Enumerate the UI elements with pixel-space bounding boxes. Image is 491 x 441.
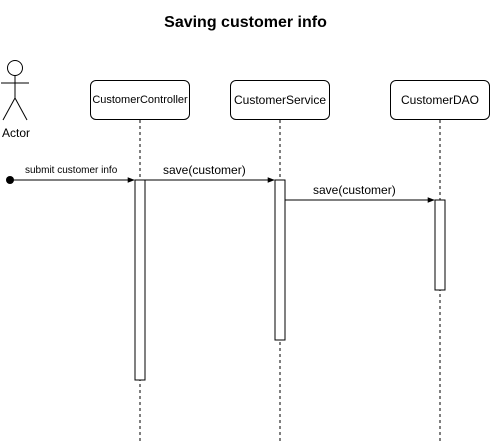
activation-controller (134, 179, 146, 381)
activation-dao (434, 199, 446, 291)
participant-customer-dao: CustomerDAO (390, 80, 490, 120)
diagram-title: Saving customer info (164, 14, 327, 31)
participant-label: CustomerService (233, 93, 327, 107)
participant-label: CustomerDAO (400, 93, 480, 107)
message-label-3: save(customer) (313, 183, 396, 197)
participant-customer-controller: CustomerController (90, 80, 190, 120)
actor-label: Actor (2, 126, 31, 140)
message-label-1: submit customer info (25, 165, 118, 176)
activation-service (274, 179, 286, 341)
participant-label: CustomerController (92, 94, 188, 106)
actor-icon (1, 60, 29, 121)
message-label-2: save(customer) (163, 163, 246, 177)
participant-customer-service: CustomerService (230, 80, 330, 120)
